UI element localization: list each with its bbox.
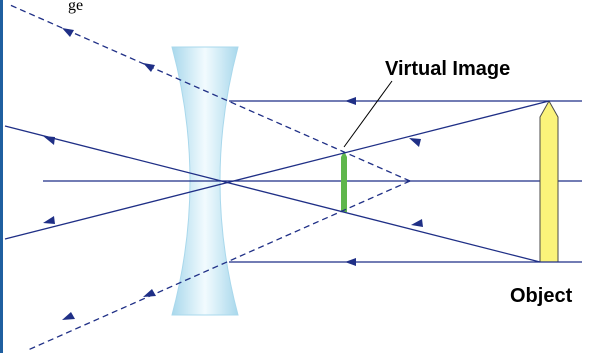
arrowhead: [411, 219, 423, 227]
ray-group: [4, 4, 582, 351]
arrowhead: [43, 216, 55, 224]
ray-dashed-upper: [9, 4, 411, 182]
ray-center-bottom: [4, 125, 541, 263]
object-arrow: [539, 99, 559, 263]
top-text-fragment: ge: [68, 0, 83, 14]
ray-arrowheads: [43, 28, 423, 320]
arrowhead: [345, 258, 356, 266]
virtual-image-arrow: [341, 157, 347, 212]
arrowhead: [143, 289, 156, 297]
object-label: Object: [510, 285, 573, 307]
arrowhead: [62, 28, 74, 37]
label-leader-line: [343, 80, 393, 148]
arrowhead: [143, 63, 155, 72]
virtual-image-tip: [341, 151, 347, 157]
ray-center-top: [4, 100, 550, 240]
frame-left-edge: [0, 0, 3, 353]
virtual-image-label: Virtual Image: [385, 58, 510, 80]
arrowhead: [345, 97, 356, 105]
arrowhead: [43, 136, 55, 145]
arrowhead: [62, 312, 75, 320]
arrowhead: [409, 138, 421, 147]
